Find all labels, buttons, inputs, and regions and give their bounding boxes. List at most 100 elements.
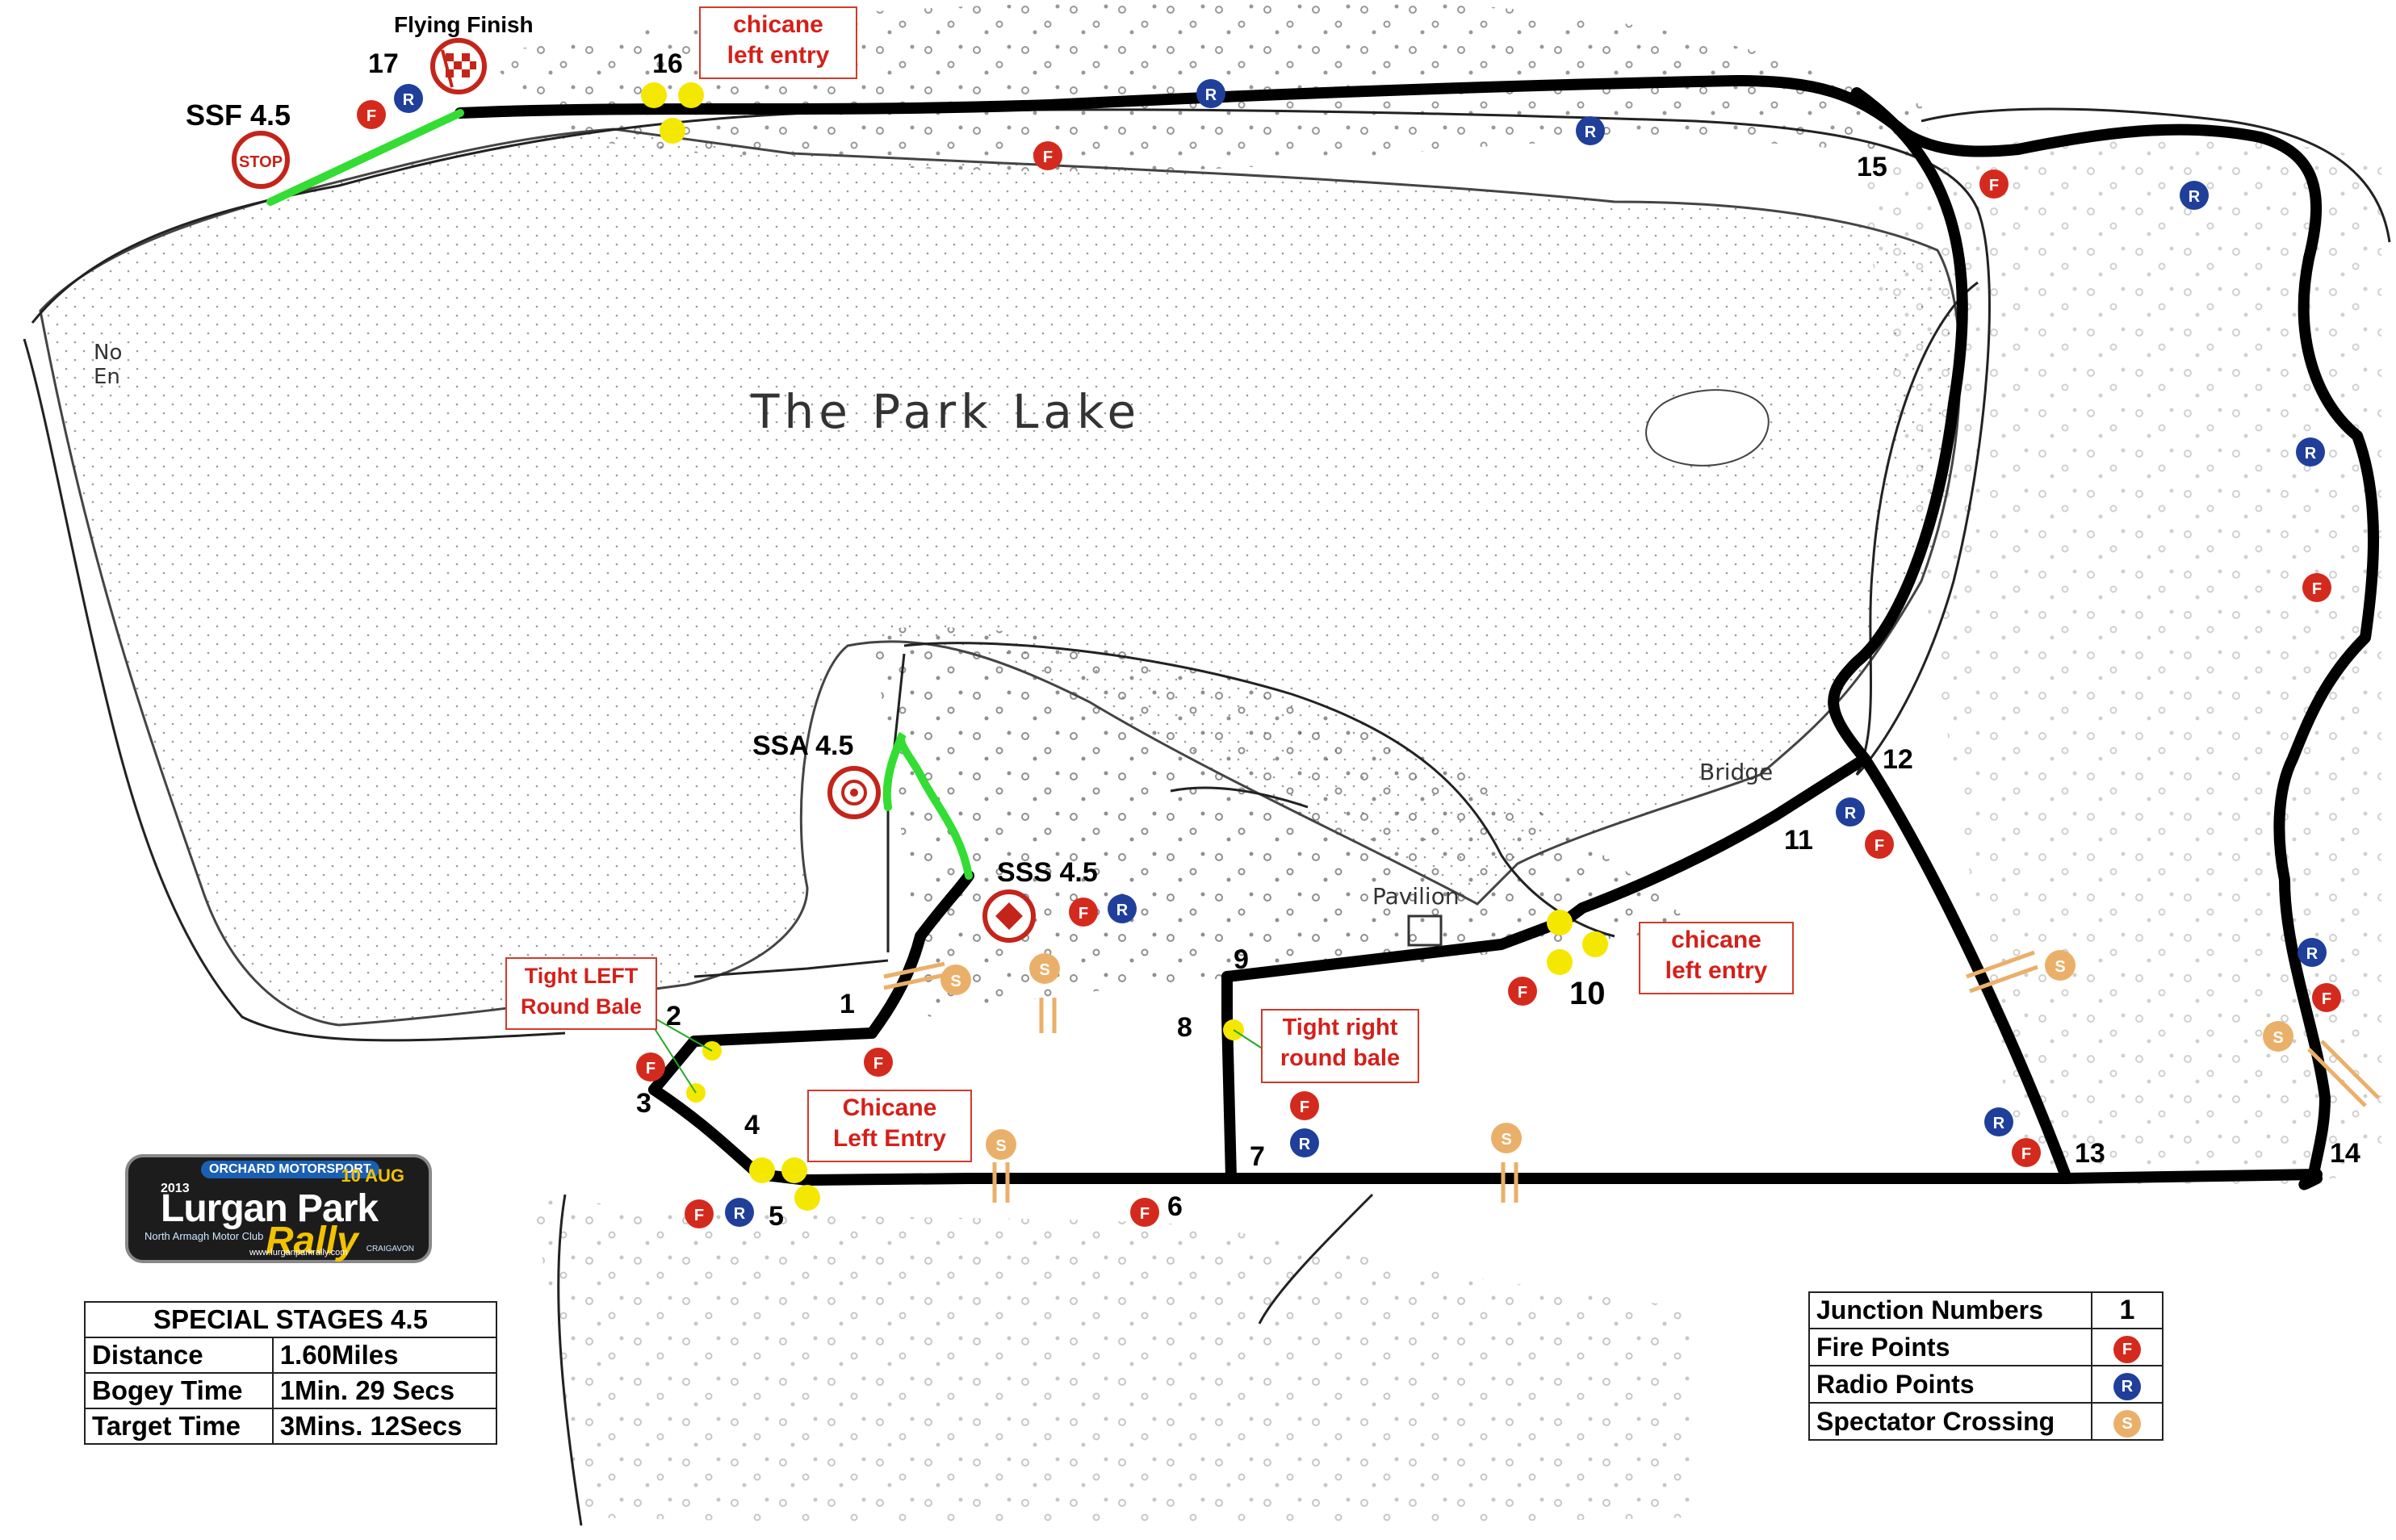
park-paths xyxy=(23,107,2391,1526)
chicane-marker xyxy=(794,1185,820,1211)
junction-number: 15 xyxy=(1857,152,1887,182)
radio-point-icon: R xyxy=(1108,894,1137,923)
chicane-marker xyxy=(678,82,704,108)
chicane-marker xyxy=(781,1157,807,1183)
badge-year: 2013 xyxy=(161,1182,190,1195)
svg-text:F: F xyxy=(1140,1205,1150,1223)
badge-sponsor: ORCHARD MOTORSPORT xyxy=(201,1161,379,1178)
svg-text:R: R xyxy=(1116,902,1129,919)
junction-number-sample: 1 xyxy=(2119,1295,2135,1325)
svg-text:R: R xyxy=(403,91,415,109)
badge-date: 10 AUG xyxy=(341,1165,404,1186)
svg-text:S: S xyxy=(2272,1029,2283,1047)
radio-point-icon: R xyxy=(1836,797,1865,826)
fire-point-icon: F xyxy=(1130,1198,1159,1227)
svg-text:F: F xyxy=(367,107,376,125)
no-entry-label-2: En xyxy=(94,365,120,389)
junction-number: 17 xyxy=(368,48,399,79)
fire-points: F F F F F F F F F F F F F F xyxy=(357,100,2341,1228)
chicane-marker xyxy=(1582,931,1608,957)
chequered-flag-icon xyxy=(430,38,487,94)
no-entry-label-1: No xyxy=(94,341,122,365)
svg-text:S: S xyxy=(950,973,961,990)
svg-text:F: F xyxy=(1989,177,1999,195)
svg-text:R: R xyxy=(1845,805,1857,822)
callout-tight-left: Tight LEFT Round Bale xyxy=(505,957,657,1030)
junction-number: 10 xyxy=(1569,976,1606,1011)
svg-text:R: R xyxy=(2189,188,2201,206)
junction-number: 14 xyxy=(2330,1138,2360,1169)
junction-number: 6 xyxy=(1167,1191,1183,1222)
fire-point-icon: F xyxy=(1865,830,1894,859)
callout-line: left entry xyxy=(727,42,830,69)
svg-text:F: F xyxy=(1518,984,1527,1002)
fire-point-icon: F xyxy=(2012,1138,2041,1167)
junction-numbers: 1 2 3 4 5 6 7 8 9 10 11 12 13 14 15 16 1… xyxy=(368,48,2360,1232)
svg-text:F: F xyxy=(873,1055,883,1073)
radio-point-icon: R xyxy=(1290,1128,1319,1157)
legend-label: Fire Points xyxy=(1808,1328,2092,1366)
spectator-crossing-icon: S xyxy=(1491,1123,1522,1153)
chicane-marker xyxy=(749,1157,775,1183)
svg-text:F: F xyxy=(1043,149,1053,166)
fire-point-icon: F xyxy=(1508,977,1537,1006)
junction-number: 12 xyxy=(1883,744,1913,775)
junction-number: 7 xyxy=(1250,1141,1265,1172)
stage-stat-value: 3Mins. 12Secs xyxy=(271,1408,498,1445)
fire-point-icon: F xyxy=(636,1052,665,1082)
radio-points: R R R R R R R R R R R xyxy=(394,79,2327,1227)
fire-point-icon: F xyxy=(357,100,386,129)
flying-finish-label: Flying Finish xyxy=(394,12,534,37)
svg-text:R: R xyxy=(2306,945,2319,963)
svg-text:R: R xyxy=(1299,1136,1311,1153)
spectator-crossing-icon: S xyxy=(940,965,971,995)
radio-point-icon: R xyxy=(725,1198,754,1227)
junction-number: 4 xyxy=(744,1110,760,1140)
legend-row: Radio Points R xyxy=(1808,1365,2164,1404)
badge-website: www.lurganparkrally.com xyxy=(249,1248,348,1258)
fire-point-icon: F xyxy=(1979,169,2009,199)
spectator-crossing-icon: S xyxy=(2113,1410,2141,1437)
svg-text:R: R xyxy=(2305,445,2317,462)
radio-point-icon: R xyxy=(1196,79,1225,108)
fire-point-icon: F xyxy=(2113,1336,2141,1363)
spectator-crossing-icon: S xyxy=(1029,953,1060,984)
badge-rally: Rally xyxy=(266,1220,358,1262)
radio-point-icon: R xyxy=(2296,437,2325,467)
svg-text:F: F xyxy=(694,1207,704,1224)
callout-line: Chicane xyxy=(842,1094,937,1121)
svg-text:F: F xyxy=(1300,1099,1309,1116)
sss-label: SSS 4.5 xyxy=(997,857,1098,888)
callout-line: Left Entry xyxy=(832,1125,946,1152)
stage-stat-label: Bogey Time xyxy=(84,1372,274,1409)
callout-line: Tight LEFT xyxy=(524,964,639,988)
radio-point-icon: R xyxy=(394,84,423,113)
legend-row: Spectator Crossing S xyxy=(1808,1402,2164,1441)
junction-number: 9 xyxy=(1234,944,1249,975)
radio-point-icon: R xyxy=(1984,1107,2013,1136)
radio-point-icon: R xyxy=(2113,1373,2141,1400)
callout-line: Tight right xyxy=(1282,1015,1398,1040)
svg-text:F: F xyxy=(646,1060,656,1078)
fire-point-icon: F xyxy=(1069,898,1098,927)
spectator-crossing-icon: S xyxy=(2045,950,2076,981)
pond xyxy=(1645,389,1770,467)
junction-number: 5 xyxy=(769,1201,784,1232)
fire-point-icon: F xyxy=(1033,141,1062,170)
rally-logo-badge: ORCHARD MOTORSPORT 2013 10 AUG Lurgan Pa… xyxy=(125,1154,432,1263)
callout-line: Round Bale xyxy=(520,994,642,1019)
svg-text:F: F xyxy=(1874,837,1884,855)
bridge-label: Bridge xyxy=(1699,759,1773,785)
junction-number: 11 xyxy=(1784,825,1813,856)
legend-row: Fire Points F xyxy=(1808,1328,2164,1366)
junction-number: 8 xyxy=(1177,1012,1192,1043)
stage-stat-value: 1Min. 29 Secs xyxy=(271,1372,498,1409)
svg-text:S: S xyxy=(995,1137,1006,1155)
